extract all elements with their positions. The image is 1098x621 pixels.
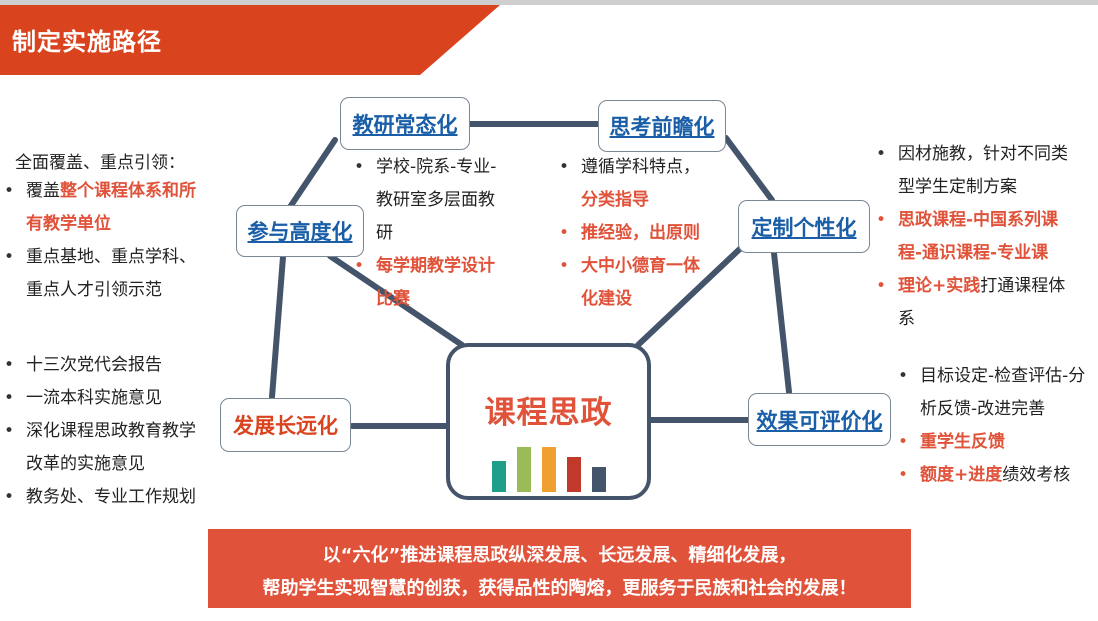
mid-right-b2: 推经验，出原则	[581, 223, 700, 243]
list-item: 教务处、专业工作规划	[0, 481, 225, 514]
bar-icon	[450, 347, 647, 496]
bar-icon-bar	[517, 447, 531, 492]
left-bottom-b3-l2: 改革的实施意见	[26, 454, 145, 474]
left-top-intro: 全面覆盖、重点引领：	[15, 153, 185, 173]
center-box: 课程思政	[446, 343, 651, 500]
right-bottom-b1-l1: 目标设定-检查评估-分	[920, 366, 1086, 386]
mid-right-b3-l1: 大中小德育一体	[581, 256, 700, 276]
footer-line-1: 以“六化”推进课程思政纵深发展、长远发展、精细化发展，	[322, 545, 797, 566]
left-top-b1-plain: 覆盖	[26, 181, 60, 201]
right-top-b3-plain: 打通课程体	[980, 276, 1066, 296]
mid-left-b2-l1: 每学期教学设计	[376, 256, 495, 276]
left-top-b2-l2: 重点人才引领示范	[26, 280, 162, 300]
mid-right-b3-l2: 化建设	[581, 289, 632, 309]
footer-line-2: 帮助学生实现智慧的创获，获得品性的陶熔，更服务于民族和社会的发展！	[262, 578, 857, 599]
footer-banner: 以“六化”推进课程思政纵深发展、长远发展、精细化发展， 帮助学生实现智慧的创获，…	[208, 529, 911, 608]
left-top-b1-red2: 有教学单位	[26, 214, 111, 234]
edge-dingzhi-xiaoguo	[771, 250, 792, 395]
node-jiaoyan-label: 教研常态化	[352, 112, 458, 137]
node-dingzhi[interactable]: 定制个性化	[738, 200, 870, 253]
left-bottom-b1: 十三次党代会报告	[26, 355, 162, 375]
right-top-b2-l2: 程-通识课程-专业课	[898, 243, 1049, 263]
right-bottom-b2: 重学生反馈	[920, 432, 1005, 452]
left-bottom-b2: 一流本科实施意见	[26, 388, 162, 408]
bar-icon-bar	[492, 461, 506, 492]
node-xiaoguo[interactable]: 效果可评价化	[748, 393, 891, 446]
right-top-b1-l1: 因材施教，针对不同类	[898, 144, 1068, 164]
edge-jiaoyan-canyu	[287, 137, 338, 210]
edge-sikao-dingzhi	[723, 135, 775, 203]
edge-canyu-fazhan	[269, 254, 286, 400]
node-sikao[interactable]: 思考前瞻化	[598, 100, 726, 152]
node-fazhan-label: 发展长远化	[233, 414, 338, 438]
left-top-b2-l1: 重点基地、重点学科、	[26, 247, 196, 267]
bar-icon-bar	[592, 467, 606, 492]
node-canyu[interactable]: 参与高度化	[236, 205, 364, 257]
list-item: 重点基地、重点学科、重点人才引领示范	[0, 241, 235, 307]
node-jiaoyan[interactable]: 教研常态化	[340, 97, 470, 150]
mid-left-b1-l2: 教研室多层面教	[376, 190, 495, 210]
mid-left-b2-l2: 比赛	[376, 289, 410, 309]
mid-left-b1-l3: 研	[376, 223, 393, 243]
bar-icon-bar	[567, 457, 581, 492]
top-border	[0, 0, 1098, 5]
list-item: 一流本科实施意见	[0, 382, 225, 415]
right-bottom-b3-red: 额度+进度	[920, 465, 1003, 485]
mid-right-b1-red: 分类指导	[581, 190, 649, 210]
left-top-b1-red: 整个课程体系和所	[60, 181, 196, 201]
bar-icon-bar	[542, 447, 556, 492]
node-canyu-label: 参与高度化	[247, 220, 353, 244]
list-item: 推经验，出原则	[555, 217, 735, 250]
right-top-b1-l2: 型学生定制方案	[898, 177, 1017, 197]
title-banner	[0, 5, 500, 75]
mid-right-b1: 遵循学科特点，	[581, 157, 700, 177]
list-item: 遵循学科特点， 分类指导	[555, 151, 735, 217]
center-title: 课程思政	[484, 395, 613, 431]
list-item: 十三次党代会报告	[0, 349, 225, 382]
mid-left-b1-l1: 学校-院系-专业-	[376, 157, 497, 177]
page-title: 制定实施路径	[12, 28, 162, 56]
left-bottom-b4: 教务处、专业工作规划	[26, 487, 196, 507]
right-top-b3-l2: 系	[898, 309, 915, 329]
node-sikao-label: 思考前瞻化	[609, 115, 715, 139]
right-top-b3-red: 理论+实践	[898, 276, 981, 296]
right-top-b2-l1: 思政课程-中国系列课	[898, 210, 1059, 230]
right-bottom-b1-l2: 析反馈-改进完善	[920, 399, 1046, 419]
list-item: 额度+进度绩效考核	[894, 459, 1098, 492]
list-item: 重学生反馈	[894, 426, 1098, 459]
right-bottom-b3-plain: 绩效考核	[1002, 465, 1071, 485]
left-bottom-b3-l1: 深化课程思政教育教学	[26, 421, 196, 441]
node-fazhan[interactable]: 发展长远化	[220, 398, 351, 452]
node-dingzhi-label: 定制个性化	[751, 215, 857, 240]
node-xiaoguo-label: 效果可评价化	[756, 408, 883, 433]
